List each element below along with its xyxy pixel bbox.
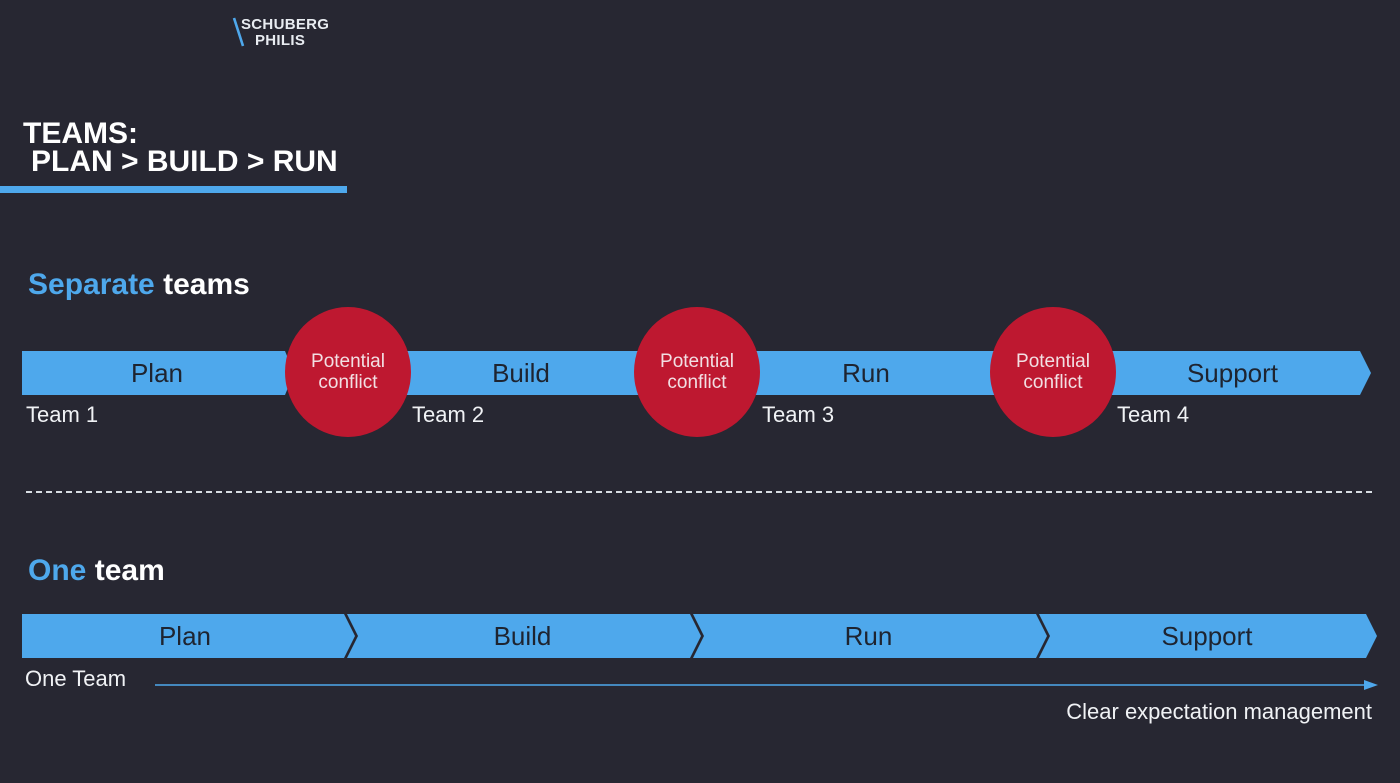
separate-arrow-support (1110, 351, 1371, 395)
conflict-line-1: Potential (660, 351, 734, 372)
one-heading-rest: team (94, 554, 165, 587)
one-stage-label: Plan (158, 621, 212, 651)
conflict-line-2: conflict (1023, 372, 1083, 393)
separate-arrow-plan (22, 351, 294, 395)
potential-conflict-circle: Potential conflict (990, 307, 1116, 437)
one-team-heading: One team (28, 554, 165, 588)
conflict-line-1: Potential (1016, 351, 1090, 372)
separate-heading-rest: teams (163, 268, 250, 301)
one-arrow-support (1039, 614, 1377, 658)
logo-slash-icon (232, 17, 245, 47)
conflict-line-2: conflict (667, 372, 727, 393)
potential-conflict-circle: Potential conflict (285, 307, 411, 437)
team-label: Team 1 (26, 402, 99, 427)
separate-stage-label: Support (1186, 358, 1279, 388)
one-stage-label: Run (844, 621, 893, 651)
separate-teams-heading: Separate teams (28, 268, 250, 302)
timeline-arrowhead-icon (1364, 680, 1378, 690)
schuberg-philis-logo: SCHUBERG PHILIS (232, 16, 362, 50)
team-label: Team 4 (1117, 402, 1190, 427)
one-stage-label: Build (493, 621, 552, 651)
one-stage-label: Support (1161, 621, 1253, 651)
one-arrow-run (693, 614, 1047, 658)
potential-conflict-circle: Potential conflict (634, 307, 760, 437)
section-divider (26, 491, 1372, 493)
separate-heading-accent: Separate (28, 268, 155, 301)
separate-arrow-run (755, 351, 1004, 395)
logo-line-1: SCHUBERG (241, 16, 330, 33)
page-title-line-2: PLAN > BUILD > RUN (31, 145, 338, 178)
one-heading-accent: One (28, 554, 87, 587)
conflict-line-1: Potential (311, 351, 385, 372)
one-arrow-plan (22, 614, 355, 658)
team-label: Team 3 (762, 402, 835, 427)
separate-stage-label: Build (492, 358, 550, 388)
one-team-label: One Team (25, 666, 127, 691)
page-title-line-1: TEAMS: (23, 117, 138, 150)
title-underline (0, 186, 347, 193)
separate-arrow-build (400, 351, 649, 395)
separate-stage-label: Run (842, 358, 890, 388)
team-label: Team 2 (412, 402, 485, 427)
expectation-label: Clear expectation management (1066, 699, 1372, 724)
separate-stage-label: Plan (130, 358, 184, 388)
one-arrow-build (347, 614, 701, 658)
logo-line-2: PHILIS (255, 32, 306, 49)
conflict-line-2: conflict (318, 372, 378, 393)
